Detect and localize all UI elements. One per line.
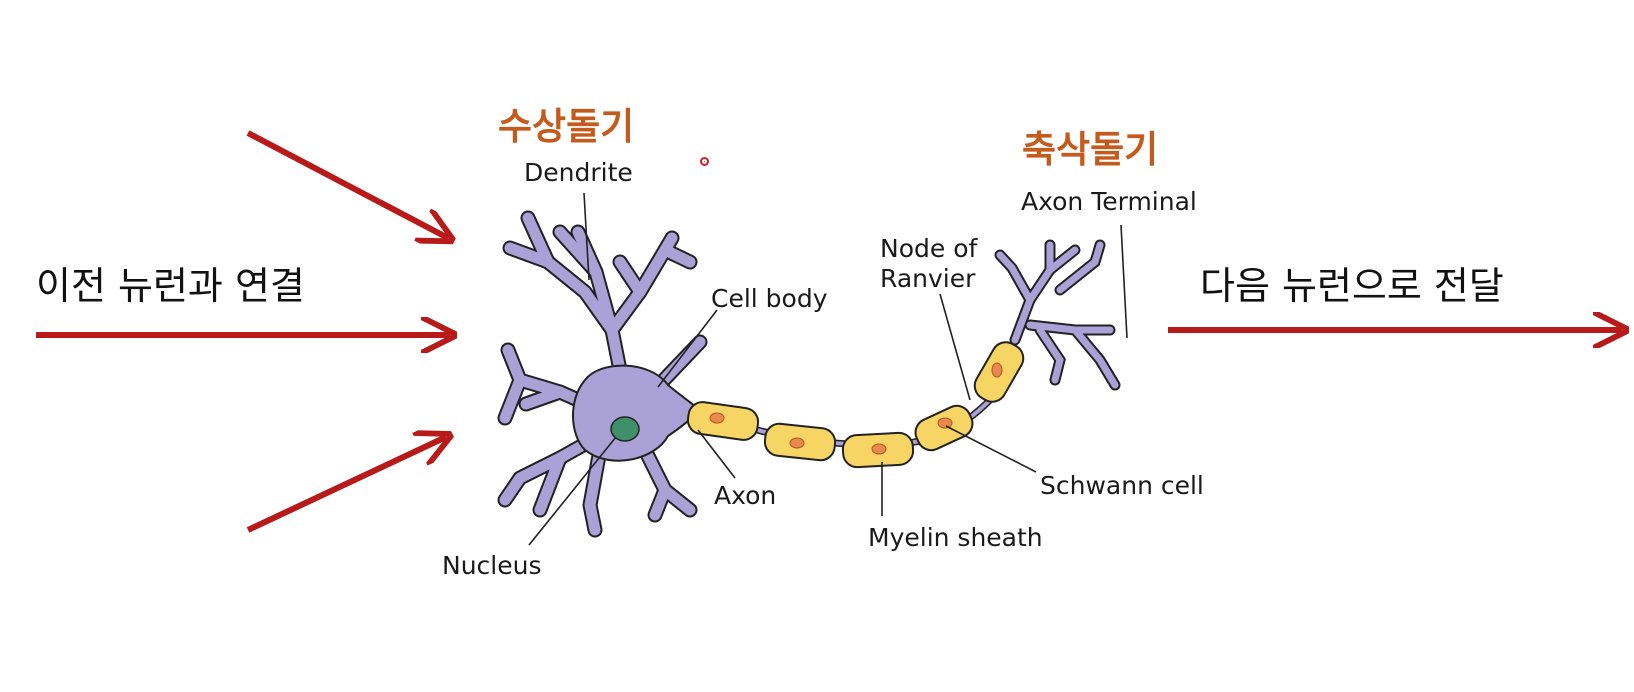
dendrite-korean-label: 수상돌기 (498, 105, 635, 148)
input-arrow-bottom (246, 437, 446, 533)
axon-terminal-label: Axon Terminal (1021, 187, 1197, 216)
axon-terminal-branches (994, 239, 1121, 391)
nucleus-label: Nucleus (442, 551, 542, 580)
leader-cell-body (657, 309, 718, 388)
soma (572, 364, 701, 462)
leader-axon-terminal (1120, 224, 1128, 339)
myelin-sheath-label: Myelin sheath (868, 523, 1043, 552)
axon (686, 341, 1025, 469)
input-arrow-top (246, 130, 448, 238)
nucleus-shape (610, 416, 640, 442)
leader-node-of-ranvier (939, 293, 971, 401)
leader-nucleus (528, 436, 617, 546)
cell-body-and-dendrites (497, 210, 708, 538)
dendrite-label: Dendrite (524, 158, 633, 187)
leader-schwann-cell (945, 425, 1037, 473)
leader-lines (528, 192, 1128, 546)
leader-axon (697, 429, 736, 479)
schwann-cell-label: Schwann cell (1040, 471, 1204, 500)
node-of-ranvier-label-line2: Ranvier (880, 264, 976, 293)
left-caption: 이전 뉴런과 연결 (36, 264, 305, 308)
cell-body-label: Cell body (711, 284, 828, 313)
schwann-nuclei (709, 362, 1003, 455)
node-of-ranvier-label-line1: Node of (880, 234, 978, 263)
input-arrows (36, 130, 450, 533)
right-caption: 다음 뉴런으로 전달 (1200, 264, 1504, 308)
leader-dendrite (583, 192, 590, 281)
pointer-cursor-icon (700, 157, 709, 166)
myelin-sheaths (686, 341, 1025, 469)
axon-label: Axon (714, 481, 777, 510)
axon-terminal-korean-label: 축삭돌기 (1022, 128, 1159, 171)
